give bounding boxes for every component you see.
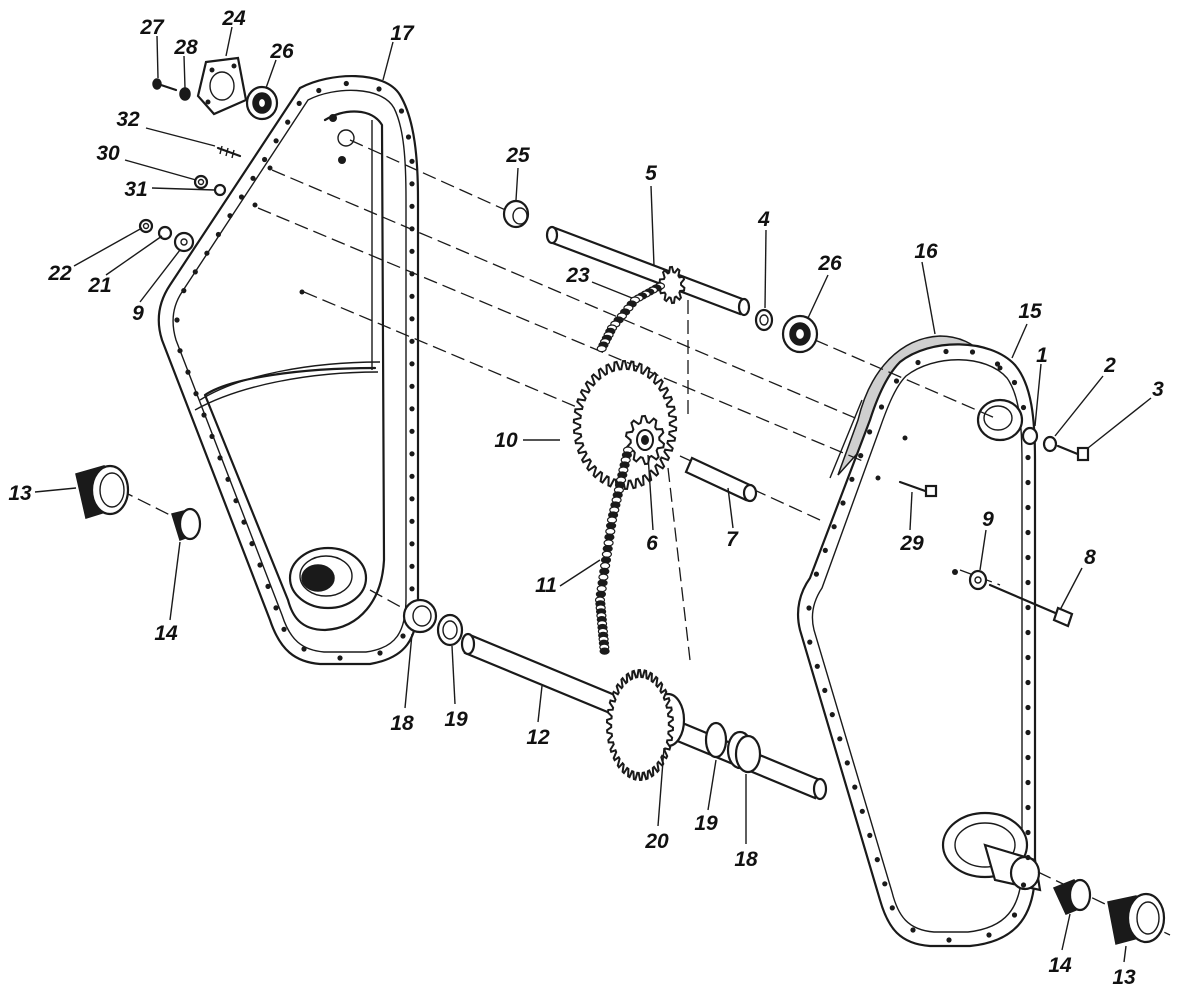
bearing-26-right [781,314,819,354]
callout-9-left: 9 [132,302,144,325]
callout-14-left: 14 [154,622,178,645]
callout-18-right: 18 [734,848,758,871]
callout-19-right: 19 [694,812,718,835]
callout-31: 31 [124,178,147,201]
callout-3: 3 [1152,378,1164,401]
callout-27: 27 [139,16,165,39]
lower-chain [594,446,634,655]
left-flange-bolt-holes [174,80,415,661]
callout-9-right: 9 [982,508,994,531]
callout-15: 15 [1018,300,1042,323]
callout-19-left: 19 [444,708,468,731]
callout-7: 7 [726,528,739,551]
callout-10: 10 [494,429,518,452]
callout-26-left: 26 [269,40,294,63]
callout-11: 11 [535,574,557,597]
upper-shaft [545,225,751,317]
nut-22 [138,218,154,234]
spacer-tube [684,456,758,503]
callout-16: 16 [914,240,938,263]
bushing-18-left [402,598,438,634]
bushing-25 [502,199,530,229]
bearing-26-left [245,85,279,121]
callouts: 27 28 24 26 17 32 30 31 22 21 9 25 5 23 … [8,7,1164,989]
callout-12: 12 [526,726,550,749]
callout-32: 32 [116,108,140,131]
callout-25: 25 [505,144,530,167]
callout-22: 22 [47,262,72,285]
callout-28: 28 [173,36,198,59]
callout-2: 2 [1103,354,1116,377]
callout-5: 5 [645,162,657,185]
nut-30 [193,174,209,190]
screw-32 [216,145,242,159]
leader-lines [34,26,1152,963]
callout-1: 1 [1036,344,1048,367]
callout-23: 23 [565,264,590,287]
left-chain-case [157,74,420,666]
washer-31 [213,183,227,197]
upper-chain [596,282,666,353]
bushing-14-right [1052,878,1092,915]
callout-24: 24 [221,7,246,30]
washer-4 [754,308,774,332]
callout-13-left: 13 [8,482,32,505]
washer-19-left [436,613,464,647]
callout-14-right: 14 [1048,954,1072,977]
screw-27 [152,78,178,92]
seal-13-left [75,464,130,519]
right-flange-bolt-holes [806,348,1031,943]
callout-6: 6 [646,532,658,555]
bolt-3 [1021,426,1090,462]
callout-8: 8 [1084,546,1096,569]
callout-26-right: 26 [817,252,842,275]
washer-9-left [173,231,195,253]
callout-4: 4 [757,208,770,231]
callout-13-right: 13 [1112,966,1136,989]
small-sprocket [624,414,666,466]
callout-18-left: 18 [390,712,414,735]
bearing-flange-24 [196,56,248,116]
callout-21: 21 [87,274,111,297]
callout-17: 17 [390,22,415,45]
washer-9-right [968,569,988,591]
callout-20: 20 [644,830,669,853]
callout-30: 30 [96,142,120,165]
right-chain-case [796,335,1042,948]
bolt-29 [898,480,938,498]
lower-sprocket [605,668,675,782]
callout-29: 29 [899,532,924,555]
bushing-14-left [171,507,202,541]
washer-28 [179,87,191,101]
seal-13-right [1107,892,1166,945]
